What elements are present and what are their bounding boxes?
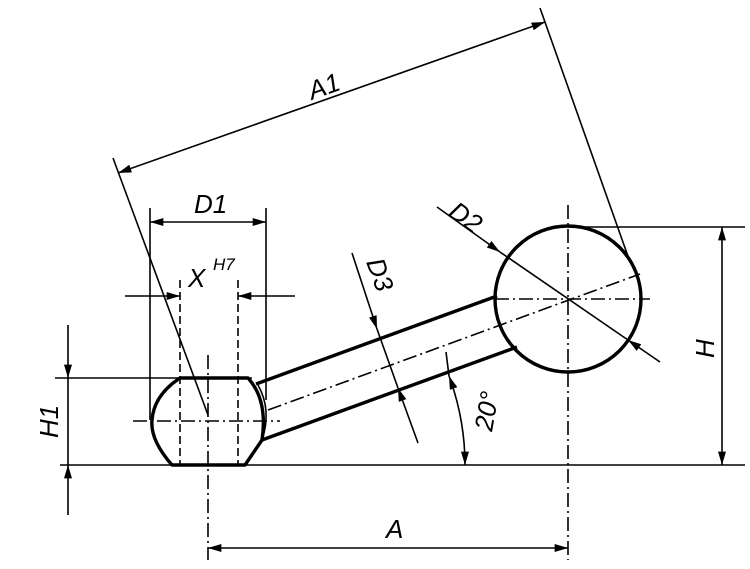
h1-label: H1 bbox=[34, 405, 64, 438]
angle-label: 20° bbox=[468, 389, 505, 434]
rod-top-edge bbox=[255, 294, 498, 386]
x-tolerance-label: H7 bbox=[213, 255, 235, 274]
d2-leader bbox=[436, 206, 501, 253]
d2-diameter-line bbox=[499, 251, 629, 341]
h-label: H bbox=[690, 339, 720, 358]
d3-span bbox=[376, 328, 399, 389]
d1-label: D1 bbox=[194, 189, 227, 219]
a1-label: A1 bbox=[302, 67, 344, 107]
angle-arc-tail bbox=[445, 351, 450, 377]
hub-outline bbox=[150, 376, 266, 467]
rod-bottom-edge bbox=[261, 345, 518, 442]
a1-extension-right bbox=[539, 7, 631, 263]
a1-dimension-line bbox=[117, 21, 546, 174]
d3-dim-line bbox=[351, 252, 378, 330]
a-label: A bbox=[384, 514, 403, 544]
rod-axis bbox=[267, 273, 641, 411]
d2-label: D2 bbox=[444, 195, 489, 239]
d2-leader-far bbox=[627, 339, 661, 363]
a1-extension-left bbox=[112, 157, 209, 416]
d3-dim-line-lower bbox=[397, 387, 419, 444]
angle-arc bbox=[448, 375, 469, 466]
d3-label: D3 bbox=[360, 254, 400, 296]
x-label: X bbox=[187, 263, 207, 293]
hub-side-curve bbox=[257, 384, 267, 441]
